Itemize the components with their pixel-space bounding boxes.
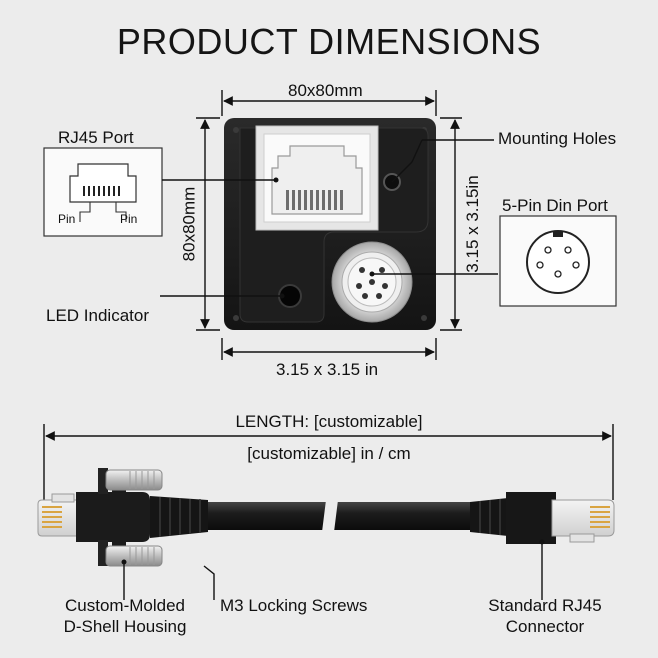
m3-locking-screw-top — [105, 469, 163, 491]
rj45-callout-box — [43, 147, 163, 237]
din-callout-box — [499, 215, 617, 307]
connector-label-line1: Standard RJ45 — [488, 596, 602, 615]
rj45-port-label: RJ45 Port — [58, 128, 134, 147]
cable-length-label: LENGTH: [customizable] — [235, 412, 423, 431]
left-dimension-label: 80x80mm — [179, 186, 199, 262]
housing-label-line2: D-Shell Housing — [63, 617, 187, 636]
bottom-dimension-label: 3.15 x 3.15 in — [276, 360, 379, 379]
din-port-graphic — [331, 241, 413, 323]
m3-locking-screw-bottom — [105, 545, 163, 567]
pin-label-right: Pin — [120, 212, 138, 226]
page-title: PRODUCT DIMENSIONS — [116, 21, 542, 62]
housing-label-line1: Custom-Molded — [65, 596, 185, 615]
right-dimension-label: 3.15 x 3.15in — [463, 175, 482, 273]
pin-label-left: Pin — [58, 212, 76, 226]
dimension-lines — [196, 90, 462, 360]
connector-label-line2: Connector — [505, 617, 585, 636]
cable-leader-lines — [123, 542, 543, 600]
led-indicator-label: LED Indicator — [46, 306, 149, 325]
din-port-label: 5-Pin Din Port — [502, 196, 608, 215]
cable-length-units-label: [customizable] in / cm — [247, 444, 411, 463]
cable-graphic — [37, 468, 615, 567]
top-dimension-label: 80x80mm — [288, 81, 363, 100]
cable-length-dimension — [43, 424, 614, 500]
mounting-holes-label: Mounting Holes — [498, 129, 617, 148]
screws-label: M3 Locking Screws — [220, 596, 368, 615]
rj45-port-graphic — [255, 125, 379, 231]
